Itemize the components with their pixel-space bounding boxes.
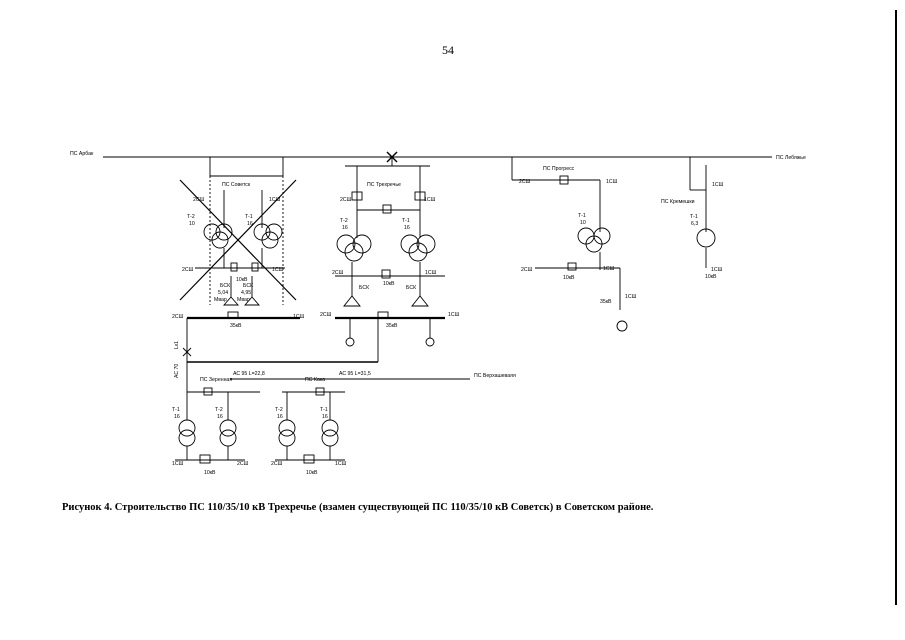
label-kaka-1sh: 1СШ [335,461,347,467]
label-zerenaya-t2-rating: 16 [217,414,223,420]
label-trehreche-10kv-1sh: 1СШ [425,270,437,276]
label-sovetsk-bsk-1: БСК [243,283,253,289]
label-sovetsk-mvar-2: Мвар [214,297,227,303]
label-ps-arbak: ПС Арбак [70,151,94,157]
right-margin-rule [895,10,897,605]
label-line-ac95-l228: АС 95 L=22,8 [233,371,265,377]
label-progress-10kv-1sh: 1СШ [603,266,615,272]
label-trehreche-10kv-2sh: 2СШ [332,270,344,276]
label-sovetsk-t2: Т-2 [187,214,195,220]
label-progress-2sh: 2СШ [519,179,531,185]
label-progress-1sh: 1СШ [606,179,618,185]
label-sovetsk-2sh: 2СШ [193,197,205,203]
label-sovetsk-10kv: 10кВ [236,277,248,283]
label-progress-35kv: 35кВ [600,299,612,305]
label-trehreche-bsk-2: БСК [359,285,369,291]
label-line-lk1: Lк1 [174,341,180,349]
label-trehreche-t1-rating: 16 [404,225,410,231]
label-line-ac70: АС 70 [174,364,180,378]
label-trehreche-t1: Т-1 [402,218,410,224]
label-progress-35-1sh: 1СШ [625,294,637,300]
label-ps-verkhashevaya: ПС Верхашеваяя [474,373,516,379]
label-zerenaya-t2: Т-2 [215,407,223,413]
label-trehreche-35-1sh: 1СШ [448,312,460,318]
label-sovetsk-bsk-2-value: 5,04 [218,290,228,296]
label-kremeshki-10kv: 10кВ [705,274,717,280]
label-ps-zerenaya: ПС Зеренная [200,377,232,383]
label-sovetsk-1sh: 1СШ [269,197,281,203]
label-ps-lebyazhe: ПС Лебяжье [776,155,806,161]
label-kaka-t1: Т-1 [320,407,328,413]
label-sovetsk-bsk-1-value: 4,95 [241,290,251,296]
figure-caption: Рисунок 4. Строительство ПС 110/35/10 кВ… [62,502,654,513]
label-trehreche-t2: Т-2 [340,218,348,224]
label-trehreche-10kv: 10кВ [383,281,395,287]
label-sovetsk-mvar-1: Мвар [237,297,250,303]
label-sovetsk-bsk-2: БСК [220,283,230,289]
label-kaka-2sh: 2СШ [271,461,283,467]
label-sovetsk-t1-rating: 16 [247,221,253,227]
label-trehreche-bsk-1: БСК [406,285,416,291]
label-zerenaya-10kv: 10кВ [204,470,216,476]
label-sovetsk-10kv-1sh: 1СШ [272,267,284,273]
label-zerenaya-t1-rating: 16 [174,414,180,420]
page-number: 54 [442,43,454,57]
label-sovetsk-t1: Т-1 [245,214,253,220]
label-zerenaya-t1: Т-1 [172,407,180,413]
label-kaka-t1-rating: 16 [322,414,328,420]
diagram-wires [103,151,772,464]
label-kaka-t2-rating: 16 [277,414,283,420]
label-progress-t1-rating: 10 [580,220,586,226]
label-sovetsk-10kv-2sh: 2СШ [182,267,194,273]
label-progress-t1: Т-1 [578,213,586,219]
label-sovetsk-t2-rating: 10 [189,221,195,227]
label-ps-progress: ПС Прогресс [543,166,575,172]
label-trehreche-35-2sh: 2СШ [320,312,332,318]
label-kremeshki-10kv-1sh: 1СШ [711,267,723,273]
label-zerenaya-1sh: 1СШ [172,461,184,467]
label-ps-trehreche: ПС Трехречье [367,182,401,188]
label-trehreche-t2-rating: 16 [342,225,348,231]
label-ps-kaka: ПС Кака [305,377,325,383]
label-sovetsk-35kv: 35кВ [230,323,242,329]
label-line-ac95-l3115: АС 95 L=31,5 [339,371,371,377]
label-kremeshki-t1-rating: 6,3 [691,221,698,227]
label-trehreche-1sh: 1СШ [424,197,436,203]
label-kaka-t2: Т-2 [275,407,283,413]
label-sovetsk-35-1sh: 1СШ [293,314,305,320]
label-progress-10kv: 10кВ [563,275,575,281]
label-kremeshki-t1: Т-1 [690,214,698,220]
label-sovetsk-35-2sh: 2СШ [172,314,184,320]
label-ps-kremeshki: ПС Кремешки [661,199,695,205]
label-kaka-10kv: 10кВ [306,470,318,476]
label-ps-sovetsk: ПС Советск [222,182,251,188]
label-zerenaya-2sh: 2СШ [237,461,249,467]
label-kremeshki-1sh: 1СШ [712,182,724,188]
label-progress-10kv-2sh: 2СШ [521,267,533,273]
label-trehreche-2sh: 2СШ [340,197,352,203]
label-trehreche-35kv: 35кВ [386,323,398,329]
